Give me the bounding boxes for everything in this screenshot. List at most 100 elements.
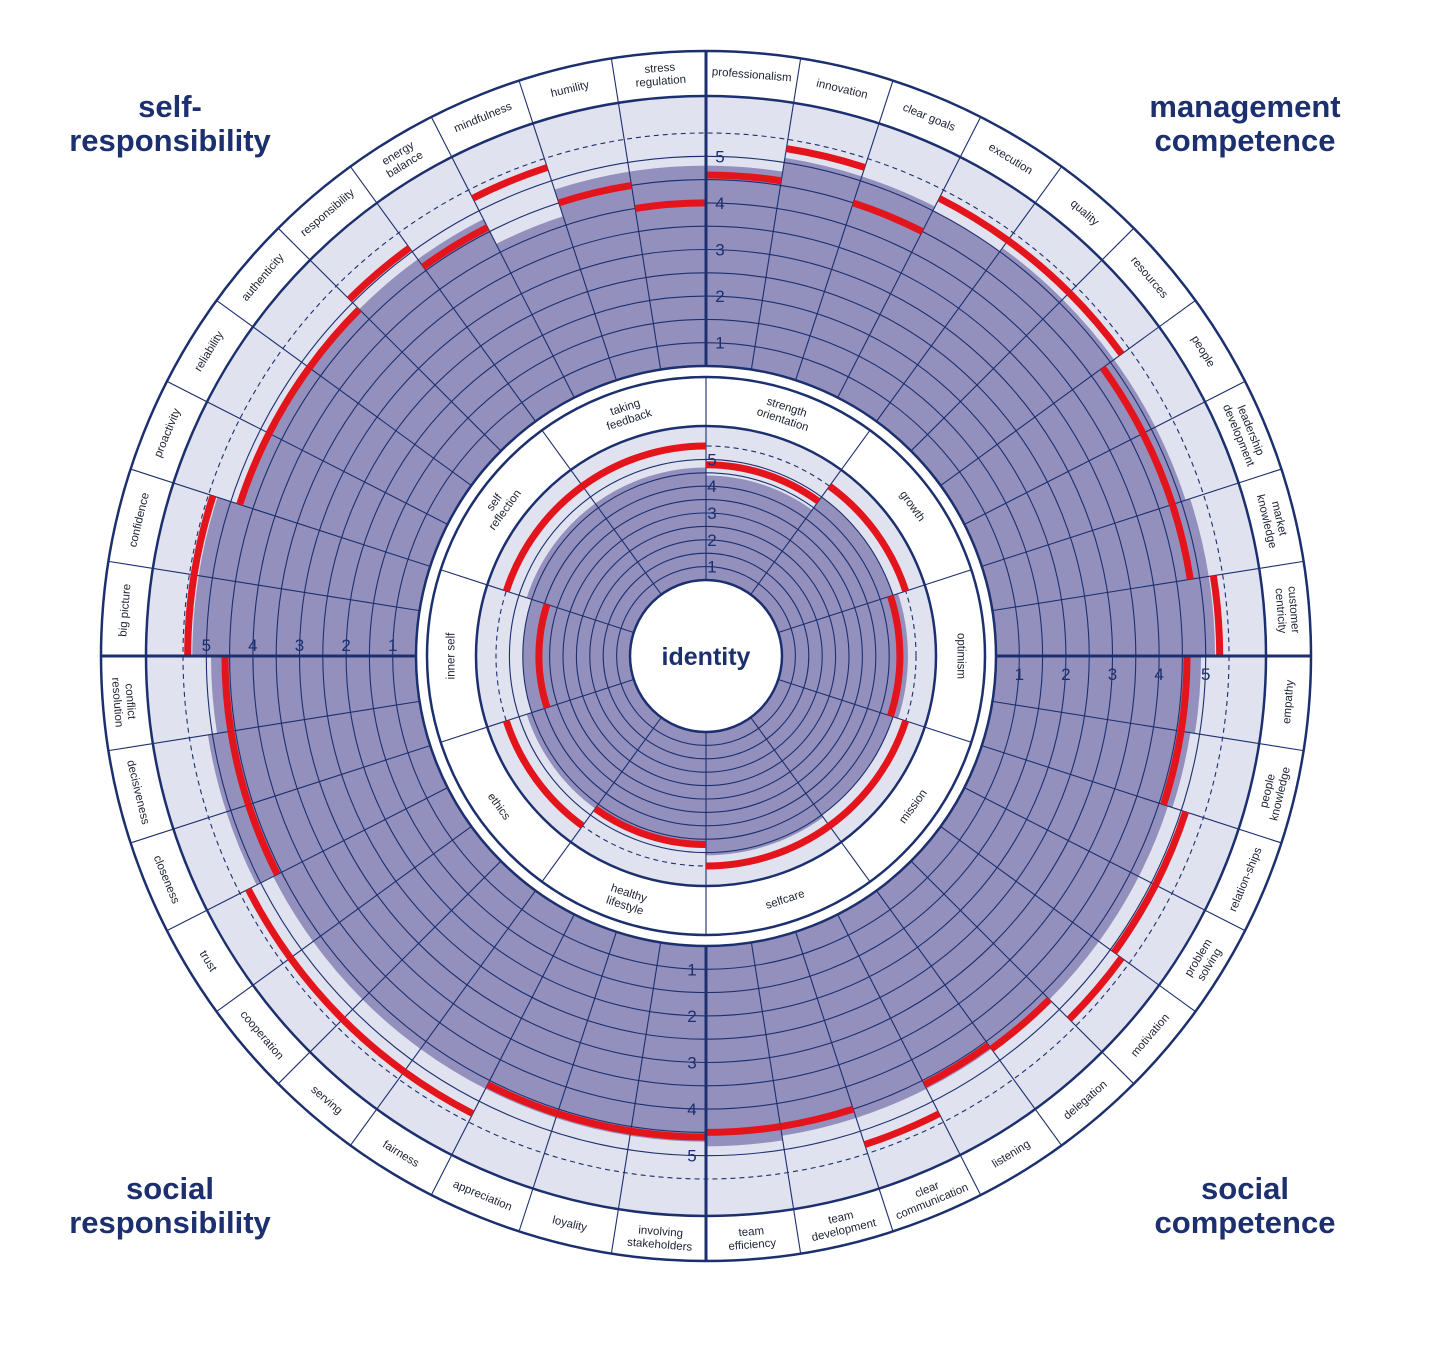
outer-scale-label: 2 bbox=[1061, 665, 1070, 684]
outer-scale-label: 5 bbox=[202, 636, 211, 655]
outer-ring-target-mark bbox=[1139, 431, 1176, 506]
outer-ring-target-mark bbox=[852, 199, 924, 235]
inner-ring-border bbox=[474, 424, 938, 888]
outer-ring-target-mark bbox=[184, 574, 198, 657]
outer-scale-label: 2 bbox=[715, 287, 724, 306]
outer-ring-value-bar bbox=[992, 656, 1202, 734]
outer-scale-label: 4 bbox=[687, 1100, 696, 1119]
outer-ring-category-label: stressregulation bbox=[634, 61, 686, 90]
outer-ring-value-bar bbox=[964, 745, 1168, 877]
outer-ring-spoke bbox=[610, 942, 662, 1254]
outer-ring-spoke bbox=[837, 914, 982, 1196]
outer-scale-label: 3 bbox=[687, 1054, 696, 1073]
outer-ring-spoke bbox=[981, 745, 1282, 844]
outer-ring-value-bar bbox=[837, 210, 1000, 422]
outer-ring-target-mark bbox=[1209, 575, 1224, 657]
outer-ring-target-mark bbox=[1111, 883, 1159, 955]
outer-scale-label: 4 bbox=[715, 194, 724, 213]
inner-scale-label: 1 bbox=[707, 558, 716, 577]
quadrant-title-line: responsibility bbox=[69, 123, 271, 158]
quadrant-title-management-competence: management competence bbox=[1120, 90, 1370, 158]
outer-ring-value-bar bbox=[192, 575, 420, 656]
inner-ring-grid-ring-dashed bbox=[495, 445, 917, 867]
outer-ring-value-bar bbox=[239, 433, 448, 567]
inner-scale-label: 2 bbox=[707, 531, 716, 550]
center-disk bbox=[628, 578, 784, 734]
outer-ring-target-mark bbox=[421, 224, 490, 270]
outer-ring-category-label: big picture bbox=[117, 583, 133, 637]
outer-ring-value-bar bbox=[207, 701, 431, 812]
outer-ring-target-mark bbox=[471, 164, 549, 202]
inner-ring-target-mark bbox=[502, 719, 585, 829]
outer-ring-spoke bbox=[795, 80, 894, 381]
inner-ring-target-mark bbox=[887, 594, 904, 718]
outer-ring-value-bar bbox=[226, 745, 448, 885]
outer-ring-target-mark bbox=[340, 1016, 407, 1075]
inner-ring-spoke bbox=[440, 569, 634, 634]
quadrant-title-social-competence: social competence bbox=[1120, 1172, 1370, 1240]
outer-ring-target-mark bbox=[346, 245, 412, 302]
inner-ring-value-bar bbox=[522, 599, 634, 713]
outer-ring-value-bar bbox=[876, 861, 1050, 1049]
outer-ring-target-mark bbox=[245, 887, 294, 960]
outer-ring-spoke bbox=[277, 227, 502, 452]
outer-ring-value-bar bbox=[554, 171, 661, 381]
outer-ring-spoke bbox=[876, 890, 1063, 1146]
outer-ring-target-mark bbox=[989, 996, 1052, 1052]
inner-ring-target-mark bbox=[827, 483, 910, 593]
outer-ring-spoke bbox=[518, 80, 617, 381]
outer-ring-spoke bbox=[216, 826, 472, 1013]
outer-ring-target-mark bbox=[785, 145, 866, 171]
outer-ring-value-bar bbox=[911, 826, 1099, 1000]
outer-ring-spoke bbox=[981, 468, 1282, 567]
inner-ring-value-bar bbox=[595, 717, 706, 845]
outer-ring-spoke bbox=[430, 914, 575, 1196]
outer-ring-value-bar bbox=[362, 861, 536, 1049]
outer-ring-spoke bbox=[430, 116, 575, 398]
outer-ring-value-bar bbox=[964, 427, 1186, 567]
outer-ring-spoke bbox=[750, 942, 802, 1254]
outer-ring-spoke bbox=[876, 166, 1063, 422]
outer-ring-target-mark bbox=[779, 1105, 855, 1130]
outer-ring-spoke bbox=[277, 860, 502, 1085]
outer-ring-target-mark bbox=[190, 494, 217, 576]
outer-ring-spoke bbox=[940, 299, 1196, 486]
outer-ring-spoke bbox=[108, 700, 420, 752]
inner-ring-spoke bbox=[750, 717, 871, 883]
outer-ring-target-mark bbox=[306, 306, 362, 370]
outer-ring-target-mark bbox=[245, 803, 281, 876]
outer-scale-label: 3 bbox=[715, 241, 724, 260]
quadrant-title-social-responsibility: social responsibility bbox=[40, 1172, 300, 1240]
inner-scale-label: 4 bbox=[707, 477, 716, 496]
outer-ring-target-mark bbox=[236, 431, 273, 506]
outer-ring-category-label: teamefficiency bbox=[727, 1224, 777, 1253]
outer-ring-target-mark bbox=[1177, 655, 1191, 732]
outer-ring-value-bar bbox=[795, 914, 927, 1118]
quadrant-title-line: responsibility bbox=[69, 1205, 271, 1240]
outer-ring-value-bar bbox=[940, 787, 1139, 942]
outer-ring-value-bar bbox=[359, 259, 536, 451]
inner-ring-spoke bbox=[778, 678, 972, 743]
outer-ring-target-mark bbox=[556, 1110, 632, 1135]
outer-scale-label: 1 bbox=[687, 960, 696, 979]
inner-scale-label: 5 bbox=[707, 450, 716, 469]
outer-ring-value-bar bbox=[555, 931, 661, 1136]
outer-ring-value-bar bbox=[911, 299, 1115, 486]
outer-ring-target-mark bbox=[1066, 290, 1125, 357]
outer-ring-target-mark bbox=[937, 195, 1010, 244]
outer-ring-target-mark bbox=[863, 1110, 941, 1148]
outer-ring-value-bar bbox=[992, 576, 1216, 656]
outer-scale-label: 1 bbox=[715, 334, 724, 353]
inner-ring-spoke bbox=[750, 429, 871, 595]
outer-ring-value-bar bbox=[485, 914, 617, 1118]
outer-ring-spoke bbox=[108, 560, 420, 612]
outer-ring-value-bar bbox=[309, 309, 501, 486]
inner-ring-target-mark bbox=[535, 603, 551, 709]
outer-scale-label: 2 bbox=[687, 1007, 696, 1026]
inner-scale-label: 3 bbox=[707, 504, 716, 523]
outer-ring-spoke bbox=[166, 380, 448, 525]
outer-ring-spoke bbox=[964, 380, 1246, 525]
inner-ring-spoke bbox=[778, 569, 972, 634]
inner-ring-value-bar bbox=[706, 475, 813, 595]
outer-scale-label: 1 bbox=[388, 636, 397, 655]
